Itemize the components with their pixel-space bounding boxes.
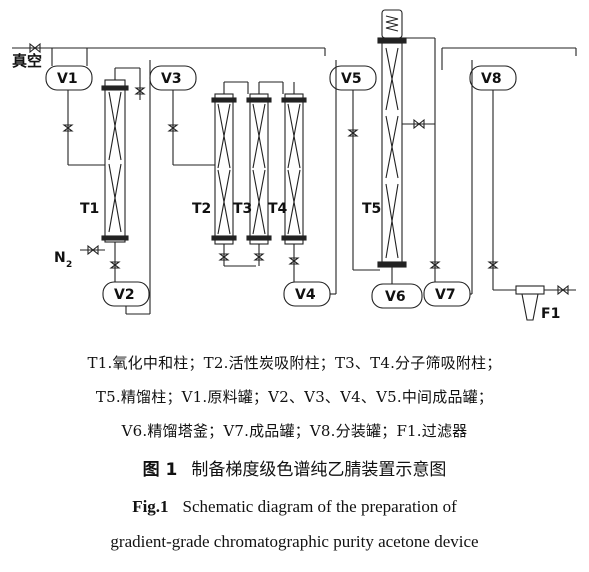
column-label-t1: T1 bbox=[80, 201, 99, 217]
caption-english-text-1: Schematic diagram of the preparation of bbox=[182, 497, 457, 516]
column-label-t3: T3 bbox=[233, 201, 252, 217]
vessel-v8 bbox=[469, 65, 517, 291]
nitrogen-label: N bbox=[54, 250, 66, 266]
vacuum-label: 真空 bbox=[12, 52, 42, 70]
filter-label-f1: F1 bbox=[541, 306, 560, 322]
nitrogen-subscript: 2 bbox=[66, 260, 72, 270]
vessel-label-v5: V5 bbox=[341, 71, 362, 87]
vacuum-line bbox=[12, 42, 577, 70]
column-t5 bbox=[377, 9, 441, 282]
legend-line-1: T1.氧化中和柱；T2.活性炭吸附柱；T3、T4.分子筛吸附柱； bbox=[87, 354, 502, 372]
vessel-label-v8: V8 bbox=[481, 71, 502, 87]
caption-chinese-label: 图 1 bbox=[142, 460, 178, 480]
column-t4 bbox=[281, 82, 307, 282]
legend-line-3: V6.精馏塔釜；V7.成品罐；V8.分装罐；F1.过滤器 bbox=[121, 422, 468, 440]
column-label-t5: T5 bbox=[362, 201, 381, 217]
caption-chinese-text: 制备梯度级色谱纯乙腈装置示意图 bbox=[191, 460, 447, 480]
column-label-t2: T2 bbox=[192, 201, 211, 217]
vessel-v4 bbox=[283, 60, 337, 307]
column-t1 bbox=[80, 67, 146, 282]
column-t2 bbox=[211, 81, 256, 267]
vessel-v1 bbox=[45, 48, 105, 166]
vessel-label-v2: V2 bbox=[114, 287, 135, 303]
vessel-label-v7: V7 bbox=[435, 287, 456, 303]
process-flow-diagram: 真空 V1 V2 V3 V4 V5 V6 V7 V8 T1 T2 T3 T4 T… bbox=[12, 9, 577, 322]
legend-line-2: T5.精馏柱；V1.原料罐；V2、V3、V4、V5.中间成品罐； bbox=[95, 388, 494, 406]
vessel-v7 bbox=[423, 60, 473, 307]
vessel-v5 bbox=[329, 65, 380, 271]
filter-f1 bbox=[515, 284, 576, 321]
caption-chinese: 图 1 制备梯度级色谱纯乙腈装置示意图 bbox=[0, 455, 589, 480]
column-label-t4: T4 bbox=[268, 201, 288, 217]
vessel-label-v6: V6 bbox=[385, 289, 406, 305]
vessel-v3 bbox=[149, 65, 215, 166]
column-t3 bbox=[246, 81, 284, 266]
caption-english-line-2: gradient-grade chromatographic purity ac… bbox=[110, 532, 479, 551]
vessel-label-v4: V4 bbox=[295, 287, 316, 303]
vessel-label-v1: V1 bbox=[57, 71, 78, 87]
caption-english-line-1: Fig.1 Schematic diagram of the preparatio… bbox=[0, 497, 589, 517]
vessel-v2 bbox=[102, 60, 151, 315]
caption-english-label: Fig.1 bbox=[132, 497, 169, 516]
vessel-v6 bbox=[371, 267, 423, 309]
vessel-label-v3: V3 bbox=[161, 71, 182, 87]
